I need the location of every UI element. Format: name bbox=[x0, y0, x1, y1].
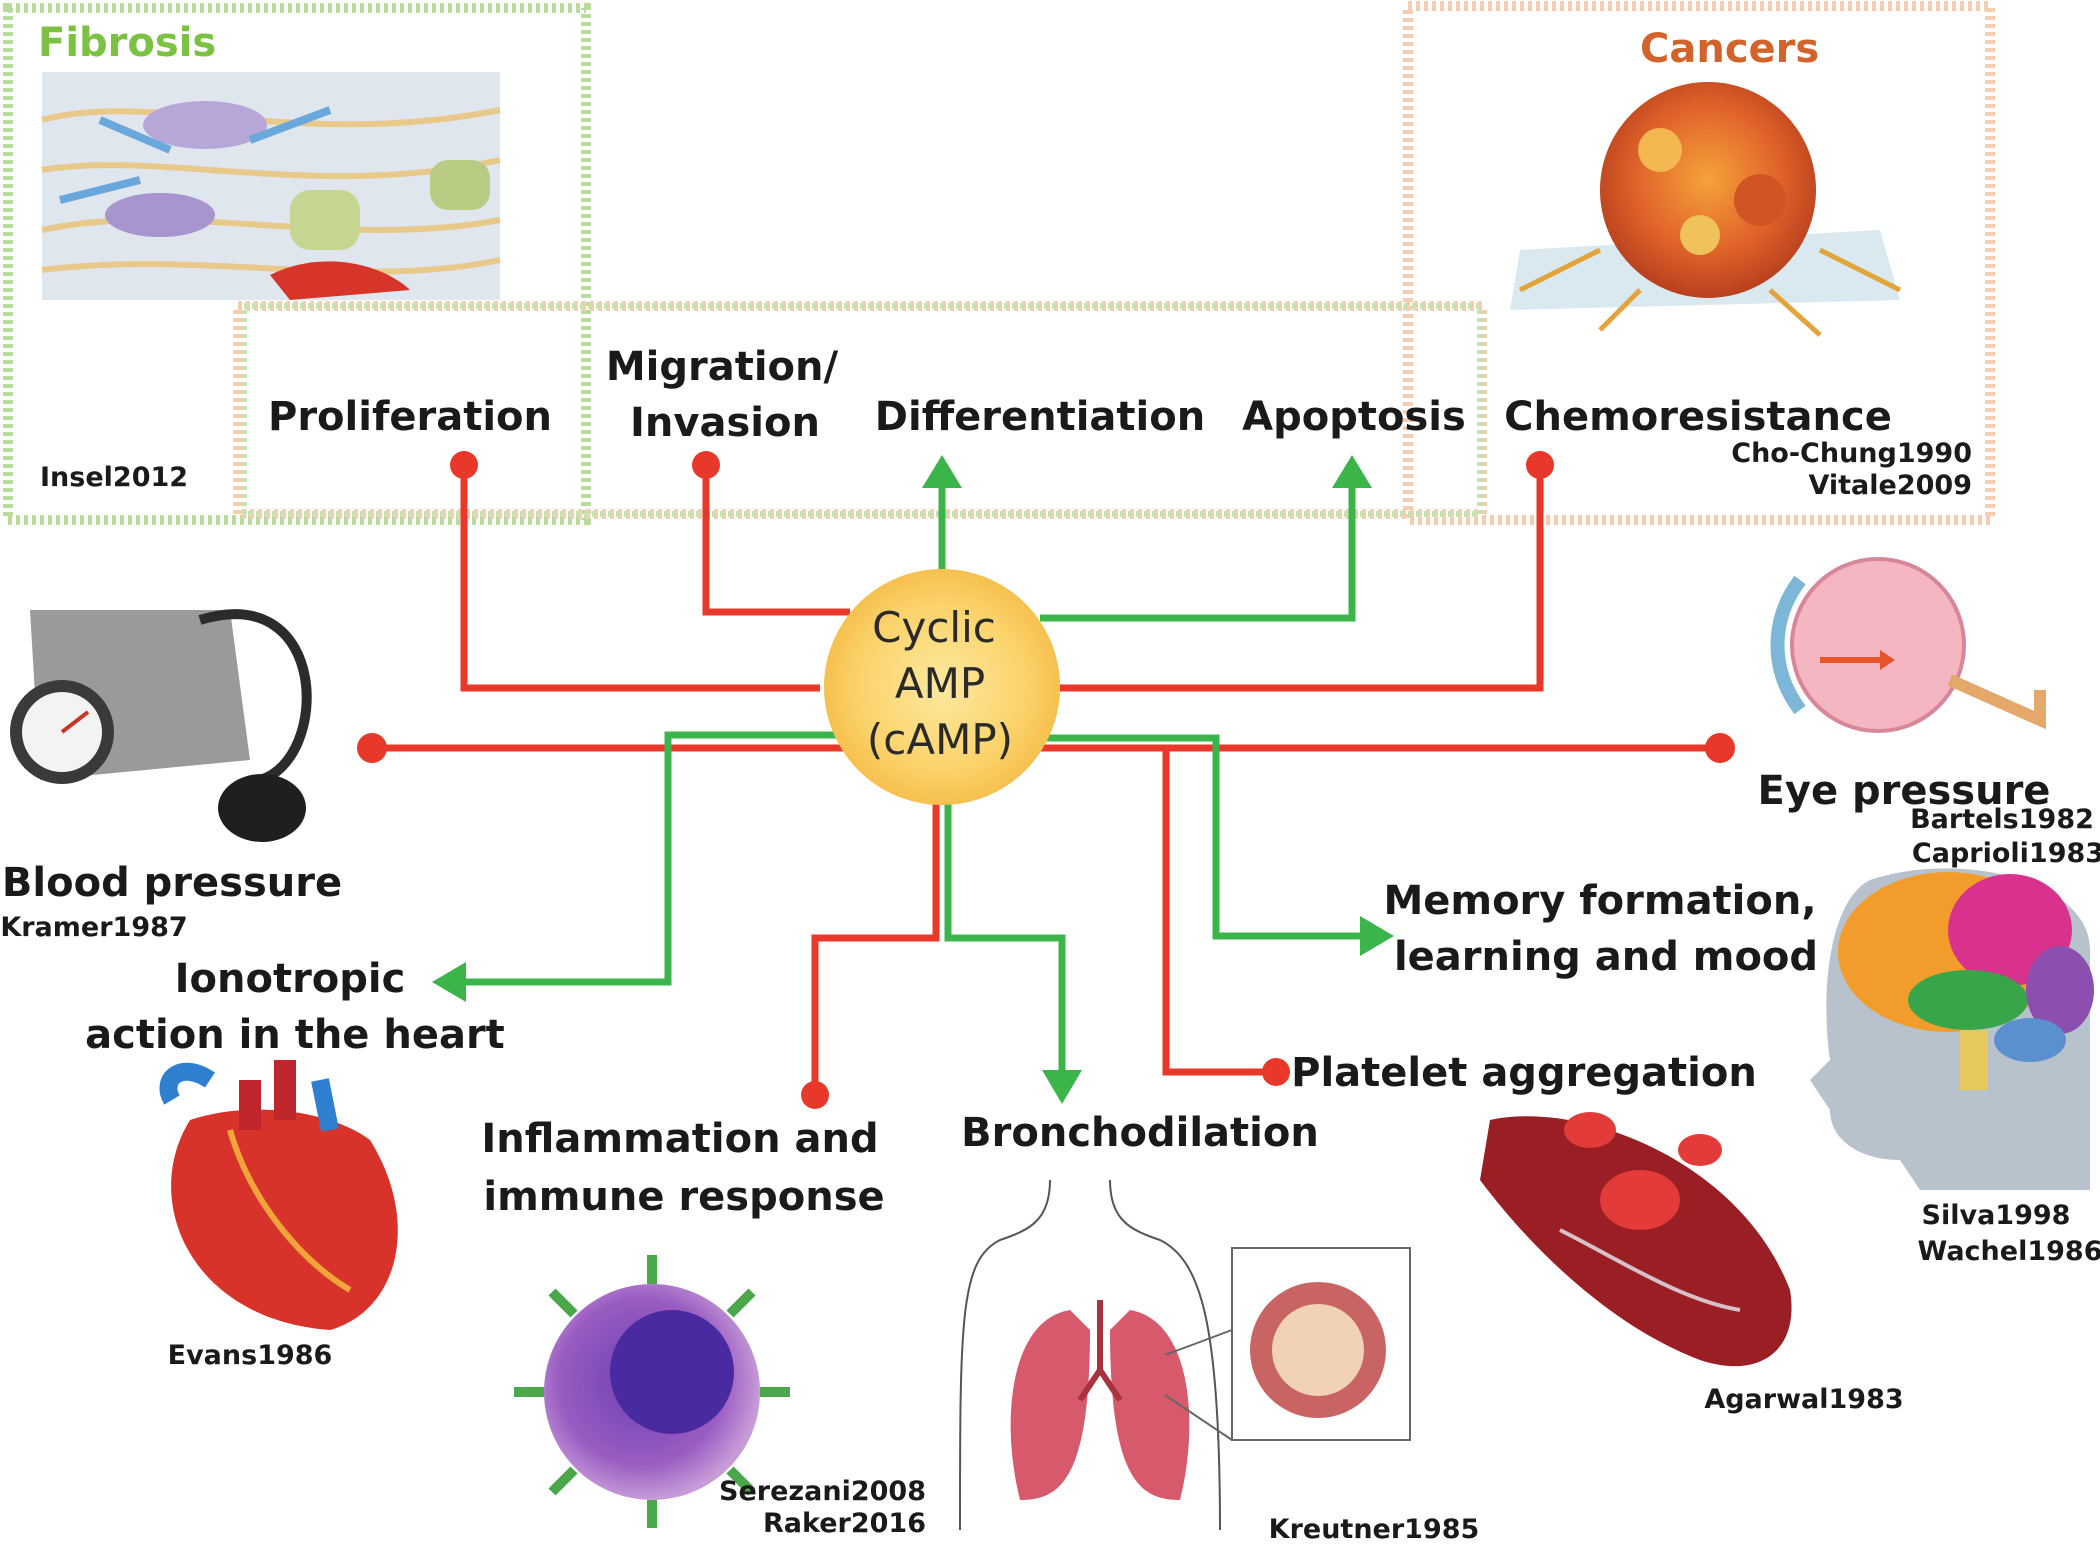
inflammation-ref-1: Serezani2008 bbox=[719, 1476, 926, 1507]
platelet-illustration bbox=[1480, 1112, 1792, 1367]
camp-label-line2: AMP bbox=[895, 659, 985, 708]
ionotropic-label-line2: action in the heart bbox=[85, 1012, 505, 1058]
eye-pressure-label: Eye pressure bbox=[1758, 768, 2051, 814]
differentiation-label: Differentiation bbox=[875, 394, 1205, 440]
proliferation-connector bbox=[460, 465, 820, 692]
fibrosis-group-box bbox=[3, 3, 591, 525]
bronchodilation-label: Bronchodilation bbox=[961, 1110, 1319, 1156]
ionotropic-label-line1: Ionotropic bbox=[175, 956, 406, 1002]
blood-pressure-ref: Kramer1987 bbox=[0, 912, 187, 943]
apoptosis-arrowhead bbox=[1332, 455, 1372, 488]
inflammation-connector bbox=[811, 790, 940, 1095]
immune-cell-illustration bbox=[514, 1255, 790, 1528]
camp-circle bbox=[824, 569, 1060, 805]
chemoresistance-connector bbox=[1060, 465, 1544, 692]
migration-label-line1: Migration/ bbox=[606, 344, 839, 390]
inhibition-connectors bbox=[357, 451, 1735, 1109]
brain-head-illustration bbox=[1810, 868, 2094, 1190]
migration-connector bbox=[702, 465, 850, 616]
inflammation-ref-2: Raker2016 bbox=[763, 1508, 926, 1539]
ionotropic-connector bbox=[462, 731, 850, 986]
apoptosis-connector bbox=[1040, 480, 1356, 622]
blood-pressure-inhibit-cap bbox=[357, 733, 387, 763]
memory-label-line2: learning and mood bbox=[1394, 934, 1818, 980]
cancers-title: Cancers bbox=[1640, 26, 1819, 72]
cancers-ref-1: Cho-Chung1990 bbox=[1731, 438, 1972, 469]
chemoresistance-inhibit-cap bbox=[1526, 451, 1554, 479]
cancers-group-box bbox=[1403, 1, 1995, 525]
blood-pressure-cuff-illustration bbox=[10, 609, 312, 842]
memory-ref-2: Wachel1986 bbox=[1918, 1236, 2100, 1267]
eye-pressure-ref-1: Bartels1982 bbox=[1910, 804, 2094, 835]
inflammation-inhibit-cap bbox=[801, 1081, 829, 1109]
ionotropic-arrowhead bbox=[432, 962, 466, 1002]
apoptosis-label: Apoptosis bbox=[1242, 394, 1466, 440]
blood-pressure-label: Blood pressure bbox=[2, 860, 342, 906]
platelet-ref: Agarwal1983 bbox=[1704, 1384, 1903, 1415]
process-band-green bbox=[241, 303, 1483, 517]
eye-illustration bbox=[1770, 557, 2046, 733]
tumor-illustration bbox=[1510, 82, 1902, 337]
proliferation-inhibit-cap bbox=[450, 451, 478, 479]
fibrosis-ref: Insel2012 bbox=[40, 462, 188, 493]
proliferation-label: Proliferation bbox=[268, 394, 552, 440]
inflammation-label-line1: Inflammation and bbox=[481, 1116, 878, 1162]
platelet-inhibit-cap bbox=[1262, 1058, 1290, 1086]
lungs-illustration bbox=[959, 1179, 1411, 1531]
bronchodilation-arrowhead bbox=[1042, 1070, 1082, 1104]
migration-label-line2: Invasion bbox=[630, 400, 820, 446]
camp-label-line1: Cyclic bbox=[872, 603, 996, 652]
fibrosis-tissue-illustration bbox=[41, 72, 501, 300]
fibrosis-title: Fibrosis bbox=[38, 20, 216, 66]
bronchodilation-ref: Kreutner1985 bbox=[1269, 1514, 1480, 1540]
bronchodilation-connector bbox=[944, 790, 1066, 1072]
migration-inhibit-cap bbox=[692, 451, 720, 479]
eye-pressure-ref-2: Caprioli1983 bbox=[1912, 838, 2100, 869]
cancers-ref-2: Vitale2009 bbox=[1808, 470, 1972, 501]
memory-label-line1: Memory formation, bbox=[1383, 878, 1816, 924]
heart-illustration bbox=[159, 1060, 398, 1330]
ionotropic-ref: Evans1986 bbox=[168, 1340, 333, 1371]
memory-connector bbox=[1040, 734, 1362, 940]
inflammation-label-line2: immune response bbox=[483, 1174, 884, 1220]
platelet-label: Platelet aggregation bbox=[1291, 1050, 1757, 1096]
platelet-connector bbox=[1162, 748, 1276, 1076]
eye-pressure-inhibit-cap bbox=[1705, 733, 1735, 763]
camp-node: Cyclic AMP (cAMP) bbox=[824, 569, 1060, 805]
activation-connectors bbox=[432, 455, 1394, 1104]
camp-label-line3: (cAMP) bbox=[867, 715, 1013, 764]
memory-arrowhead bbox=[1360, 916, 1394, 956]
chemoresistance-label: Chemoresistance bbox=[1504, 394, 1892, 440]
differentiation-arrowhead bbox=[922, 455, 962, 488]
memory-ref-1: Silva1998 bbox=[1922, 1200, 2071, 1231]
